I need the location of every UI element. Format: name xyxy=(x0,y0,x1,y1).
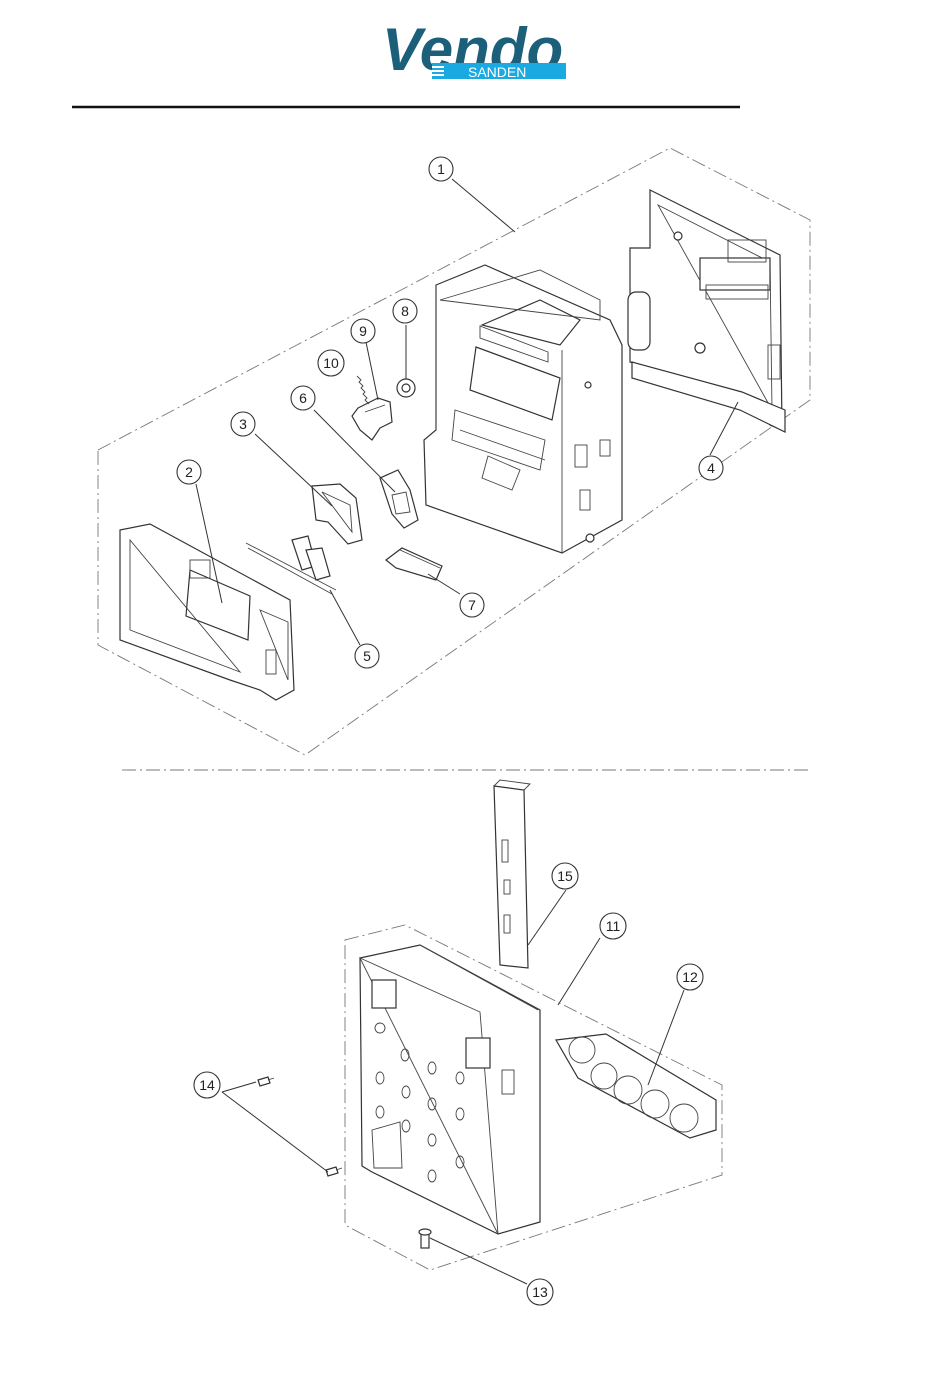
part-3-gate xyxy=(312,484,362,544)
callout-1: 1 xyxy=(429,157,453,181)
part-8-washer xyxy=(397,379,415,397)
callout-14: 14 xyxy=(194,1072,220,1098)
svg-text:8: 8 xyxy=(401,303,409,319)
part-11-housing xyxy=(360,945,540,1234)
callout-2: 2 xyxy=(177,460,201,484)
part-7-bracket xyxy=(386,548,442,580)
svg-text:5: 5 xyxy=(363,648,371,664)
svg-text:7: 7 xyxy=(468,597,476,613)
callout-4: 4 xyxy=(699,456,723,480)
svg-text:15: 15 xyxy=(557,868,573,884)
part-10-spring xyxy=(357,376,369,404)
svg-text:1: 1 xyxy=(437,161,445,177)
callout-13: 13 xyxy=(527,1279,553,1305)
callout-6: 6 xyxy=(291,386,315,410)
callout-10: 10 xyxy=(318,350,344,376)
svg-text:6: 6 xyxy=(299,390,307,406)
callout-8: 8 xyxy=(393,299,417,323)
svg-text:13: 13 xyxy=(532,1284,548,1300)
callout-9: 9 xyxy=(351,319,375,343)
svg-text:9: 9 xyxy=(359,323,367,339)
part-13-pin xyxy=(419,1229,431,1248)
svg-text:12: 12 xyxy=(682,969,698,985)
callout-3: 3 xyxy=(231,412,255,436)
vendo-logo: Vendo SANDEN xyxy=(382,16,566,83)
callout-12: 12 xyxy=(677,964,703,990)
part-12-gasket xyxy=(556,1034,716,1138)
part-15-tube xyxy=(494,780,530,968)
logo-subtext: SANDEN xyxy=(468,64,526,80)
rear-cover-panel xyxy=(628,190,785,432)
svg-text:11: 11 xyxy=(606,918,621,934)
svg-text:4: 4 xyxy=(707,460,715,476)
callout-5: 5 xyxy=(355,644,379,668)
svg-text:14: 14 xyxy=(199,1077,215,1093)
part-9-lever xyxy=(352,398,392,440)
part-2-front-frame xyxy=(120,524,294,700)
part-6-plate xyxy=(380,470,418,528)
callout-7: 7 xyxy=(460,593,484,617)
svg-text:2: 2 xyxy=(185,464,193,480)
logo-stripes xyxy=(432,66,444,76)
callout-11: 11 xyxy=(600,913,626,939)
main-chassis xyxy=(424,265,622,553)
part-14-screws xyxy=(258,1077,342,1176)
svg-text:3: 3 xyxy=(239,416,247,432)
svg-text:10: 10 xyxy=(323,355,339,371)
callout-15: 15 xyxy=(552,863,578,889)
